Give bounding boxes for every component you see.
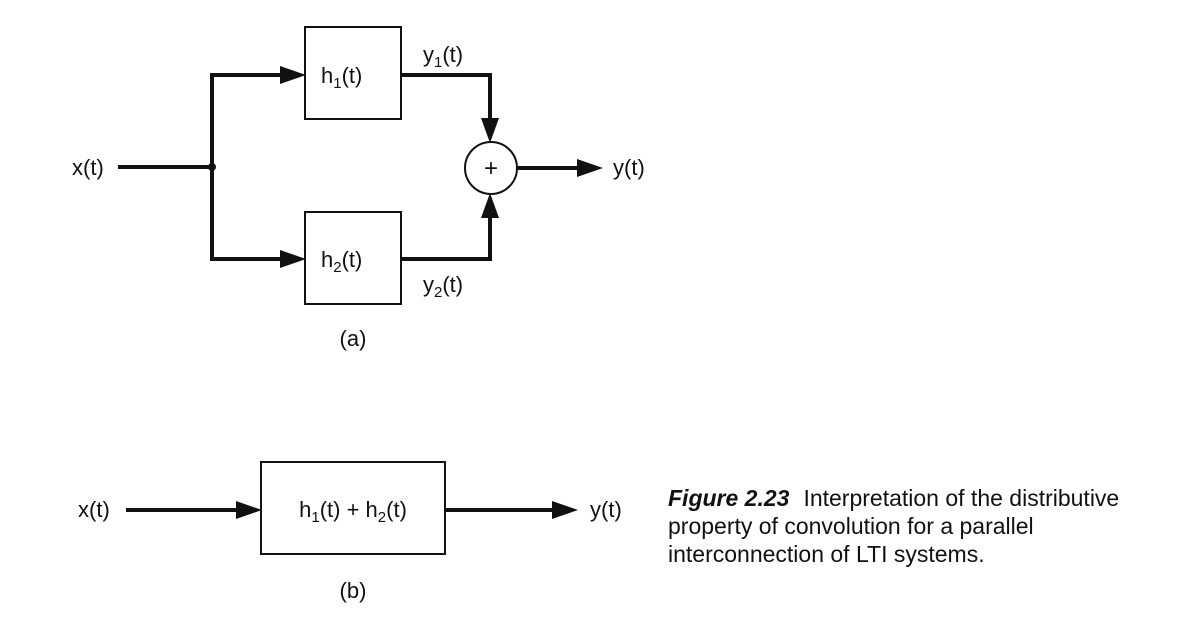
- output-arrowhead-a: [577, 159, 603, 177]
- y1-wire: [401, 73, 492, 122]
- diagram-b: x(t) h1(t) + h2(t) y(t) (b): [78, 461, 622, 603]
- output-arrowhead-b: [552, 501, 578, 519]
- block-h1-label: h1(t): [321, 63, 362, 92]
- lower-branch-arrowhead: [280, 250, 306, 268]
- diagram-a: x(t) h1(t) h2(t) y1(t) y2(t) + y(t): [72, 26, 645, 351]
- adder-plus-sign: +: [484, 155, 498, 182]
- diagram-b-input-label: x(t): [78, 497, 110, 522]
- diagram-a-input-label: x(t): [72, 155, 104, 180]
- signal-y2-label: y2(t): [423, 272, 463, 301]
- input-arrowhead-b: [236, 501, 262, 519]
- y1-arrowhead: [481, 118, 499, 143]
- block-h2: [304, 211, 402, 305]
- panel-label-a: (a): [340, 326, 367, 351]
- block-combined-label: h1(t) + h2(t): [299, 497, 407, 526]
- block-h1-plus-h2: [260, 461, 446, 555]
- diagram-a-output-label: y(t): [613, 155, 645, 180]
- caption-text: Interpretation of the distributive prope…: [668, 485, 1120, 567]
- block-h1: [304, 26, 402, 120]
- panel-label-b: (b): [340, 578, 367, 603]
- y2-arrowhead: [481, 193, 499, 218]
- signal-y1-label: y1(t): [423, 42, 463, 71]
- upper-branch-arrowhead: [280, 66, 306, 84]
- block-h2-label: h2(t): [321, 247, 362, 276]
- diagram-b-output-label: y(t): [590, 497, 622, 522]
- y2-wire: [401, 214, 492, 261]
- figure-number: Figure 2.23: [668, 485, 790, 511]
